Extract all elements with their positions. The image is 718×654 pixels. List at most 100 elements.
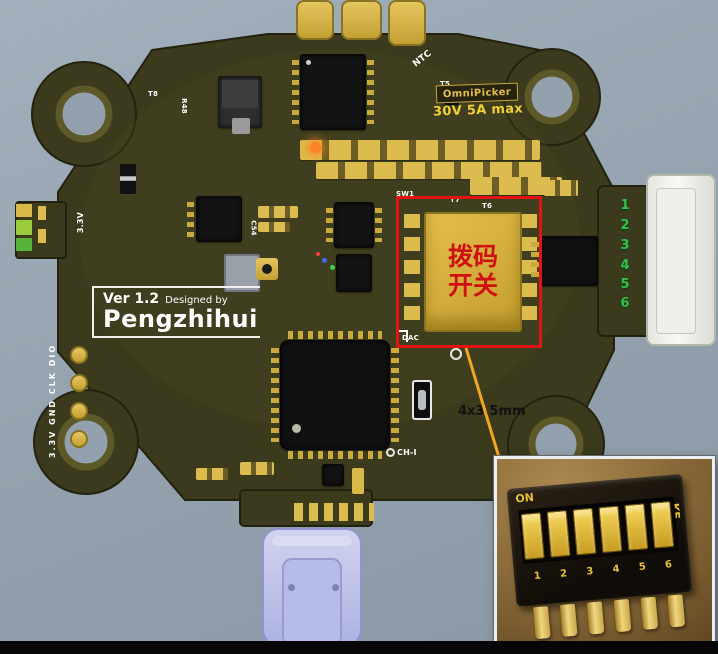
mcu-pins (391, 348, 399, 442)
capacitor-bank (316, 162, 542, 179)
switch-pin (586, 601, 605, 635)
orange-led (310, 142, 321, 153)
ref-dac: DAC (402, 334, 419, 342)
dip-pads-left (404, 214, 420, 326)
gold-cap (352, 468, 364, 494)
switch-number: 2 (559, 568, 568, 580)
switch-number: 5 (638, 561, 647, 573)
switch-number: 4 (612, 563, 621, 576)
ref-t8: T8 (148, 90, 159, 98)
designer-name: Pengzhihui (103, 305, 258, 333)
usb-screw (332, 584, 339, 591)
antenna-pad (388, 0, 426, 46)
switch-number: 6 (664, 559, 673, 571)
switch-slider (650, 501, 675, 549)
switch-slider (624, 503, 649, 551)
ref-t5: T5 (440, 80, 451, 88)
pin1-dot (306, 60, 311, 65)
chip-pins (531, 242, 539, 282)
button-center (262, 264, 272, 274)
grey-module (224, 254, 260, 292)
switch-slider (520, 512, 545, 560)
dimension-label: 4x3.5mm (458, 404, 526, 419)
debug-pad (70, 402, 88, 420)
highlight-box (396, 196, 542, 348)
edge-led-green (16, 238, 32, 251)
image-bottom-border (0, 641, 718, 654)
dip-label-line2: 开关 (447, 271, 498, 300)
debug-pad (70, 430, 88, 448)
antenna-pad (296, 0, 334, 40)
crystal-can (418, 390, 426, 410)
switch-number-row: 1 2 3 4 5 6 (524, 558, 682, 583)
chip-pins (375, 208, 382, 242)
capacitor-bank (300, 140, 540, 160)
mcu-pins (288, 331, 382, 339)
dip-label-line1: 拨码 (447, 242, 498, 272)
switch-pin (613, 599, 632, 633)
small-ic (336, 254, 372, 292)
capacitor-bank (544, 180, 578, 196)
dip-switch-inset-photo: ON KE 1 2 3 4 5 6 (494, 456, 715, 651)
version-label: Ver 1.2 (103, 291, 160, 307)
chip-pins (187, 202, 194, 238)
diode (120, 164, 136, 194)
debug-pad (70, 346, 88, 364)
capacitor-bank (196, 468, 228, 480)
capacitor-grey (232, 118, 250, 134)
switch-pin (532, 606, 551, 640)
switch-pin (667, 594, 686, 628)
switch-slider (598, 505, 623, 554)
capacitor-bank (258, 206, 298, 218)
debug-pad (70, 374, 88, 392)
mcu-pins (288, 451, 382, 459)
small-ic (322, 464, 344, 486)
mcu-pin1-dot (292, 424, 301, 433)
switch-pin (640, 596, 659, 630)
regulator-chip (196, 196, 242, 242)
via-ring (450, 348, 462, 360)
edge-pad-gold (16, 204, 32, 217)
status-led-red (316, 252, 320, 256)
on-label: ON (514, 490, 535, 506)
status-led-blue (322, 258, 327, 263)
rf-chip (300, 54, 366, 130)
antenna-pad (341, 0, 382, 40)
inductor-top (222, 80, 258, 108)
jst-connector-slot (656, 188, 696, 334)
ref-t7: T7 (450, 196, 461, 204)
connector-pin-number: 3 (620, 238, 630, 253)
switch-slider (546, 510, 571, 558)
ref-sw1: SW1 (396, 190, 415, 198)
status-led-green (330, 265, 335, 270)
capacitor-bank (240, 462, 274, 475)
switch-slider (572, 507, 597, 556)
driver-chip-right (540, 236, 598, 286)
usb-c-plug-body (282, 558, 342, 646)
chip-pins (326, 208, 333, 242)
ref-ch1: CH-I (397, 448, 417, 457)
via-ring (386, 448, 395, 457)
mcu-pins (271, 348, 279, 442)
usb-shield-lip (272, 536, 352, 546)
usb-edge-pads (294, 503, 374, 521)
dip-switch-body: ON KE 1 2 3 4 5 6 (506, 473, 693, 607)
switch-pin (559, 603, 578, 637)
connector-pin-number: 5 (620, 277, 630, 292)
connector-pin-number: 1 (620, 198, 630, 213)
usb-screw (288, 584, 295, 591)
silkscreen-corner-mark (396, 330, 408, 342)
capacitor-bank (470, 177, 562, 195)
chip-pins (367, 60, 374, 124)
capacitor-bank (258, 222, 290, 232)
edge-pads (38, 206, 46, 252)
edge-led-yellowgreen (16, 220, 32, 235)
chip-pins (292, 60, 299, 124)
dip-switch-group: ON KE 1 2 3 4 5 6 (506, 467, 702, 648)
connector-pin-number: 4 (620, 258, 630, 273)
switch-number: 3 (585, 565, 594, 578)
ref-t6: T6 (482, 202, 493, 210)
switch-number: 1 (533, 570, 542, 583)
